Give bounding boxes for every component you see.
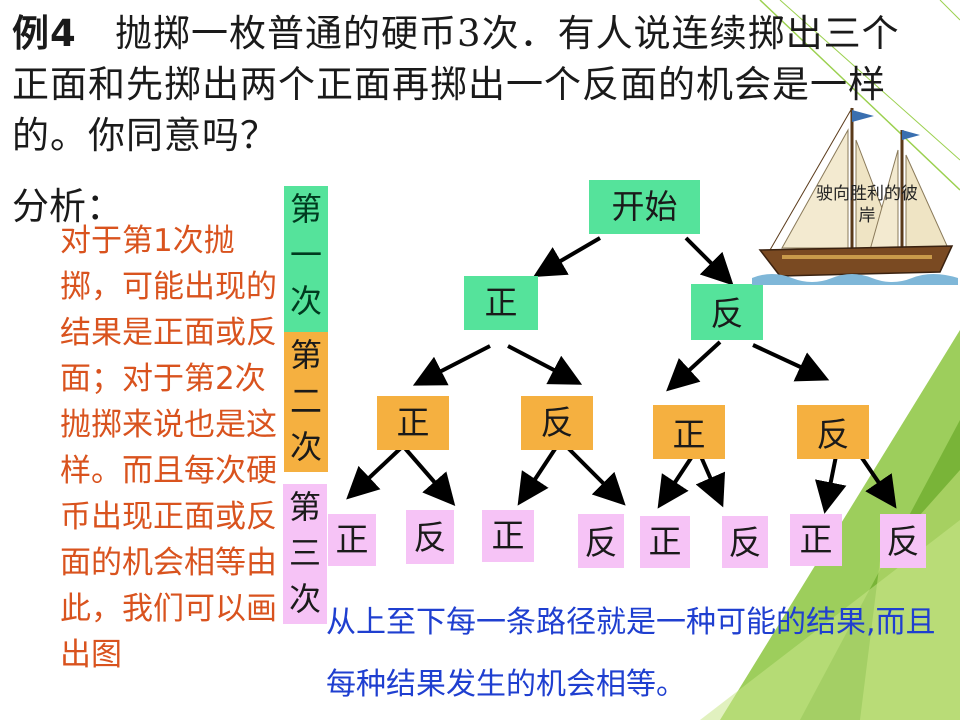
tree-node-level3: 反 [578, 514, 624, 568]
sailing-ship-icon [752, 107, 958, 285]
arrow-icon [684, 236, 734, 286]
level-label-first: 第一次 [284, 186, 328, 332]
tree-node-level2: 反 [521, 396, 593, 450]
arrow-icon [657, 450, 697, 509]
tree-node-level3: 反 [406, 510, 454, 564]
analysis-text: 对于第1次抛掷，可能出现的结果是正面或反面；对于第2次抛掷来说也是这样。而且每次… [60, 223, 277, 673]
problem-text: 抛掷一枚普通的硬币3次．有人说连续掷出三个正面和先掷出两个正面再掷出一个反面的机… [12, 12, 900, 157]
ship-caption: 驶向胜利的彼岸 [816, 184, 918, 226]
arrow-icon [752, 343, 830, 382]
problem-statement: 例4 抛掷一枚普通的硬币3次．有人说连续掷出三个正面和先掷出两个正面再掷出一个反… [12, 8, 912, 161]
arrow-icon [412, 344, 491, 386]
arrow-icon [815, 455, 847, 514]
level-label-second: 第二次 [284, 332, 328, 472]
tree-node-level3: 反 [880, 514, 926, 568]
tree-node-level2: 正 [377, 396, 449, 450]
arrow-icon [507, 344, 583, 385]
tree-node-level2: 正 [653, 405, 725, 459]
arrow-icon [533, 236, 602, 278]
tree-node-level3: 正 [790, 514, 842, 566]
tree-node-level3: 正 [640, 516, 690, 568]
example-label: 例4 [12, 12, 77, 55]
tree-node-level2: 反 [797, 405, 869, 459]
tree-node-level3: 正 [328, 514, 376, 566]
tree-node-root: 开始 [589, 180, 700, 234]
tree-node-level1: 反 [691, 284, 763, 340]
arrow-icon [666, 340, 722, 392]
tree-node-level3: 正 [482, 510, 534, 562]
arrow-icon [695, 451, 726, 508]
arrow-icon [346, 444, 405, 500]
arrow-icon [517, 444, 559, 506]
tree-node-level1: 正 [464, 276, 538, 330]
level-label-third: 第三次 [283, 484, 327, 624]
arrow-icon [401, 444, 456, 507]
arrow-icon [564, 444, 626, 506]
analysis-label: 分析： [12, 185, 123, 228]
arrow-icon [860, 456, 897, 509]
conclusion-text: 从上至下每一条路径就是一种可能的结果,而且每种结果发生的机会相等。 [326, 605, 936, 702]
tree-node-level3: 反 [722, 516, 768, 568]
